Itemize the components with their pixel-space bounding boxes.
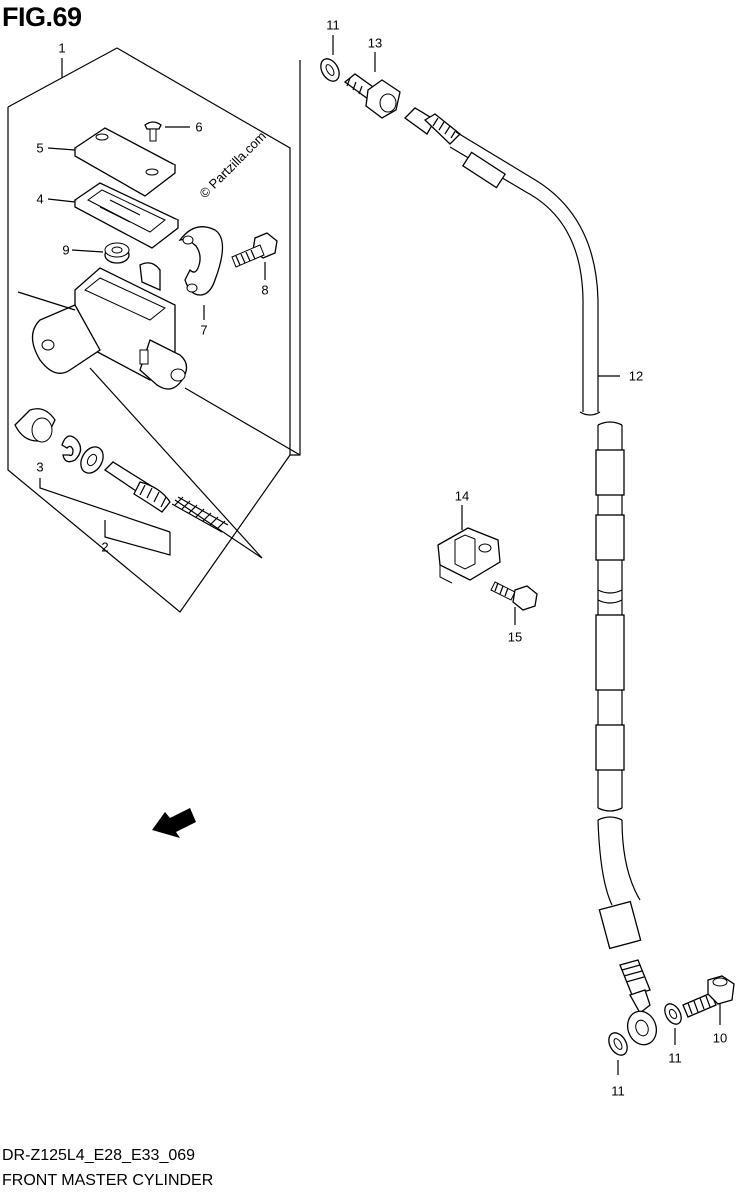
master-cylinder-body <box>31 262 188 390</box>
figure-name: FRONT MASTER CYLINDER <box>2 1172 214 1189</box>
callout-12: 12 <box>628 368 644 384</box>
banjo-fitting <box>626 989 658 1046</box>
washer-11-bottom-right <box>664 1003 682 1025</box>
piston-cup-part <box>14 408 56 443</box>
holder-clamp-part <box>178 226 224 296</box>
callout-11-left: 11 <box>611 1083 625 1099</box>
callout-3: 3 <box>36 459 44 475</box>
screw-part <box>144 121 162 142</box>
diaphragm-plate-part <box>73 182 180 249</box>
hose-clamp-part <box>437 527 501 584</box>
callout-6: 6 <box>195 119 203 135</box>
hose-top-fitting <box>404 107 461 145</box>
figure-title: FIG.69 <box>2 2 82 32</box>
reservoir-cap-part <box>73 127 177 197</box>
bolt-part-15 <box>490 581 538 611</box>
callout-11-right: 11 <box>668 1050 682 1066</box>
washer-11-top <box>320 58 340 82</box>
washer-11-bottom-left <box>608 1032 628 1056</box>
callout-9: 9 <box>62 242 70 258</box>
callout-5: 5 <box>36 140 44 156</box>
callout-13: 13 <box>367 35 383 51</box>
fwd-arrow-icon <box>152 808 196 838</box>
piston-spring-part <box>103 461 229 533</box>
callout-7: 7 <box>200 322 208 338</box>
callout-8: 8 <box>261 282 269 298</box>
callout-14: 14 <box>454 488 470 504</box>
bracket-right <box>290 60 301 456</box>
callout-11-top: 11 <box>326 17 340 33</box>
callout-1: 1 <box>58 40 66 56</box>
callout-4: 4 <box>36 191 44 207</box>
callout-2: 2 <box>101 539 109 555</box>
callout-10: 10 <box>712 1030 728 1046</box>
union-bolt-10 <box>682 975 735 1018</box>
bolt-part-8 <box>231 232 278 268</box>
union-bolt-13 <box>343 73 401 119</box>
model-code: DR-Z125L4_E28_E33_069 <box>2 1147 196 1164</box>
bushing-part <box>104 242 130 264</box>
washer-part <box>80 446 104 474</box>
brake-hose <box>449 131 651 996</box>
callout-15: 15 <box>507 629 523 645</box>
circlip-part <box>61 435 82 463</box>
